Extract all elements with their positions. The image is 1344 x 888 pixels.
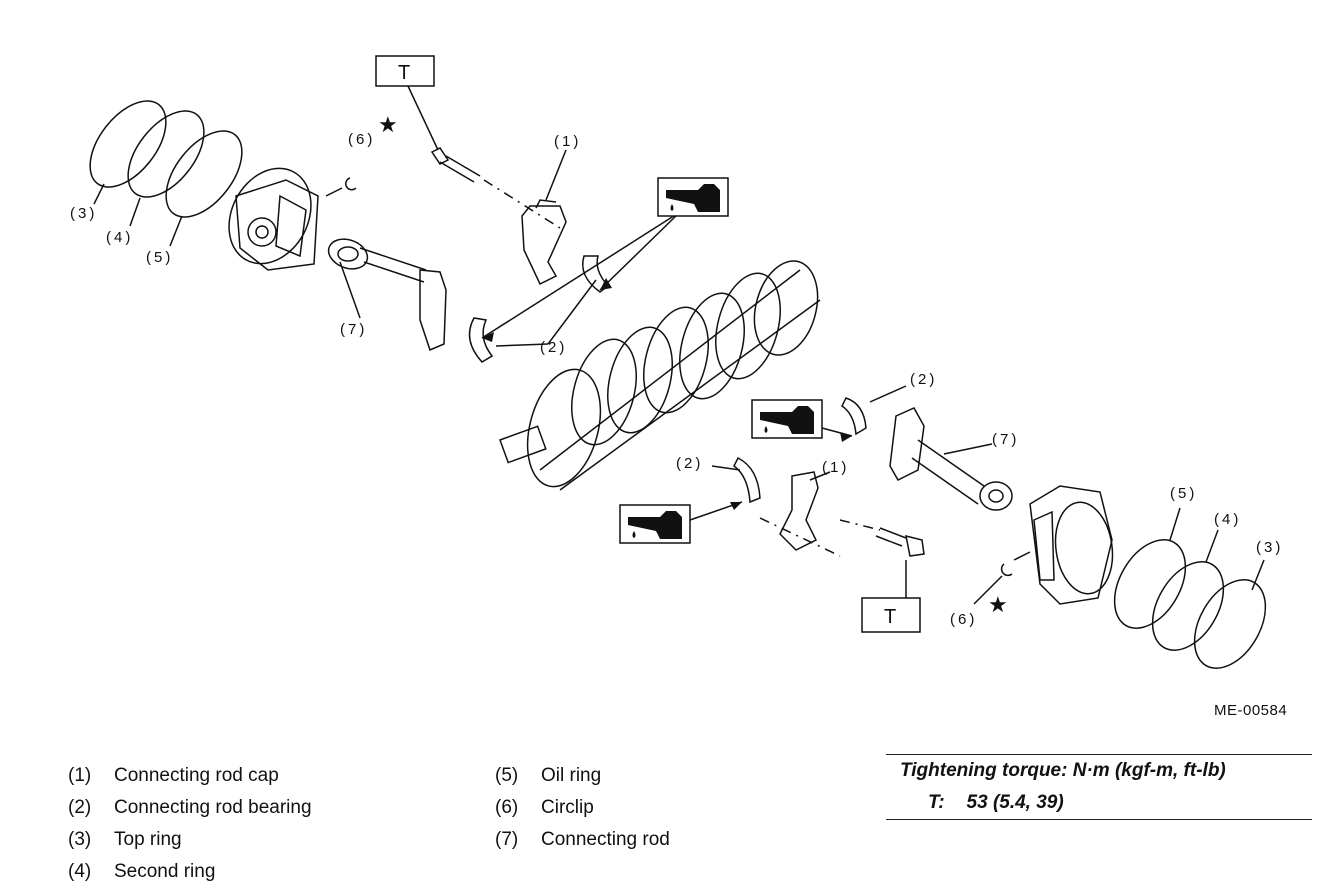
callout-4-right: (4) bbox=[1214, 511, 1241, 528]
legend-label: Second ring bbox=[114, 861, 216, 882]
torque-heading: Tightening torque: N·m (kgf-m, ft-lb) bbox=[900, 760, 1226, 781]
callout-4-left: (4) bbox=[106, 229, 133, 246]
divider bbox=[886, 754, 1312, 755]
exploded-diagram: ★ ★ T T (3) (4) (5) (6) (7) (1) (2) (2) … bbox=[70, 55, 1283, 669]
top-ring-left bbox=[89, 100, 167, 188]
legend-item: (2) Connecting rod bearing bbox=[68, 792, 312, 824]
callout-3-right: (3) bbox=[1256, 539, 1283, 556]
legend-item: (3) Top ring bbox=[68, 824, 312, 856]
torque-symbol-lower: T bbox=[884, 606, 896, 628]
legend-num: (6) bbox=[495, 797, 519, 818]
callout-2-upper: (2) bbox=[540, 339, 567, 356]
bearing-right-upper bbox=[841, 397, 867, 436]
legend-label: Connecting rod bearing bbox=[114, 797, 312, 818]
crankshaft bbox=[499, 260, 821, 491]
oil-can-icon bbox=[619, 504, 691, 544]
torque-symbol-upper: T bbox=[398, 62, 410, 84]
torque-value-row: T: 53 (5.4, 39) bbox=[886, 787, 1312, 819]
callout-7-left: (7) bbox=[340, 321, 367, 338]
connecting-rod-cap-lower bbox=[779, 471, 819, 551]
second-ring-right bbox=[1151, 561, 1225, 651]
callout-6-right: (6) bbox=[950, 611, 977, 628]
connecting-rod-left bbox=[327, 238, 447, 352]
legend-item: (6) Circlip bbox=[495, 792, 670, 824]
piston-left bbox=[228, 167, 319, 271]
legend-item: (5) Oil ring bbox=[495, 760, 670, 792]
star-icon: ★ bbox=[988, 592, 1008, 617]
callout-7-right: (7) bbox=[992, 431, 1019, 448]
torque-value: 53 (5.4, 39) bbox=[966, 792, 1064, 813]
connecting-rod-cap-upper bbox=[521, 199, 567, 286]
callout-2-right: (2) bbox=[910, 371, 937, 388]
legend-label: Connecting rod cap bbox=[114, 765, 279, 786]
rod-bolt-lower bbox=[875, 527, 925, 557]
callout-6-left: (6) bbox=[348, 131, 375, 148]
callout-2-lower: (2) bbox=[676, 455, 703, 472]
torque-spec-box: Tightening torque: N·m (kgf-m, ft-lb) T:… bbox=[886, 754, 1312, 820]
legend-num: (4) bbox=[68, 861, 92, 882]
oil-ring-right bbox=[1113, 539, 1187, 629]
callout-5-right: (5) bbox=[1170, 485, 1197, 502]
second-ring-left bbox=[127, 110, 205, 198]
legend-item: (7) Connecting rod bbox=[495, 824, 670, 856]
legend-num: (1) bbox=[68, 765, 92, 786]
legend-left-column: (1) Connecting rod cap (2) Connecting rod … bbox=[68, 760, 312, 888]
legend-num: (2) bbox=[68, 797, 92, 818]
legend-num: (5) bbox=[495, 765, 519, 786]
oil-can-icon bbox=[751, 399, 823, 439]
bearing-lower bbox=[733, 456, 761, 504]
figure-id: ME-00584 bbox=[1214, 702, 1288, 719]
top-ring-right bbox=[1193, 579, 1267, 669]
callout-3-left: (3) bbox=[70, 205, 97, 222]
divider bbox=[886, 819, 1312, 820]
rod-bolt-upper bbox=[430, 147, 561, 229]
callout-1-upper: (1) bbox=[554, 133, 581, 150]
legend-label: Connecting rod bbox=[541, 829, 670, 850]
legend-label: Circlip bbox=[541, 797, 594, 818]
oil-can-icon bbox=[657, 177, 729, 217]
connecting-rod-right bbox=[889, 407, 1013, 511]
bearing-left bbox=[468, 317, 494, 363]
legend-item: (1) Connecting rod cap bbox=[68, 760, 312, 792]
callout-5-left: (5) bbox=[146, 249, 173, 266]
oil-ring-left bbox=[165, 130, 243, 218]
torque-symbol: T: bbox=[928, 792, 945, 813]
legend-label: Top ring bbox=[114, 829, 182, 850]
legend-num: (3) bbox=[68, 829, 92, 850]
circlip-left bbox=[345, 177, 357, 191]
legend-middle-column: (5) Oil ring (6) Circlip (7) Connecting rod bbox=[495, 760, 670, 856]
piston-right bbox=[1029, 485, 1114, 605]
star-icon: ★ bbox=[378, 112, 398, 137]
circlip-right bbox=[1000, 563, 1013, 577]
callout-1-lower: (1) bbox=[822, 459, 849, 476]
legend-label: Oil ring bbox=[541, 765, 602, 786]
legend-item: (4) Second ring bbox=[68, 856, 312, 888]
legend-num: (7) bbox=[495, 829, 519, 850]
